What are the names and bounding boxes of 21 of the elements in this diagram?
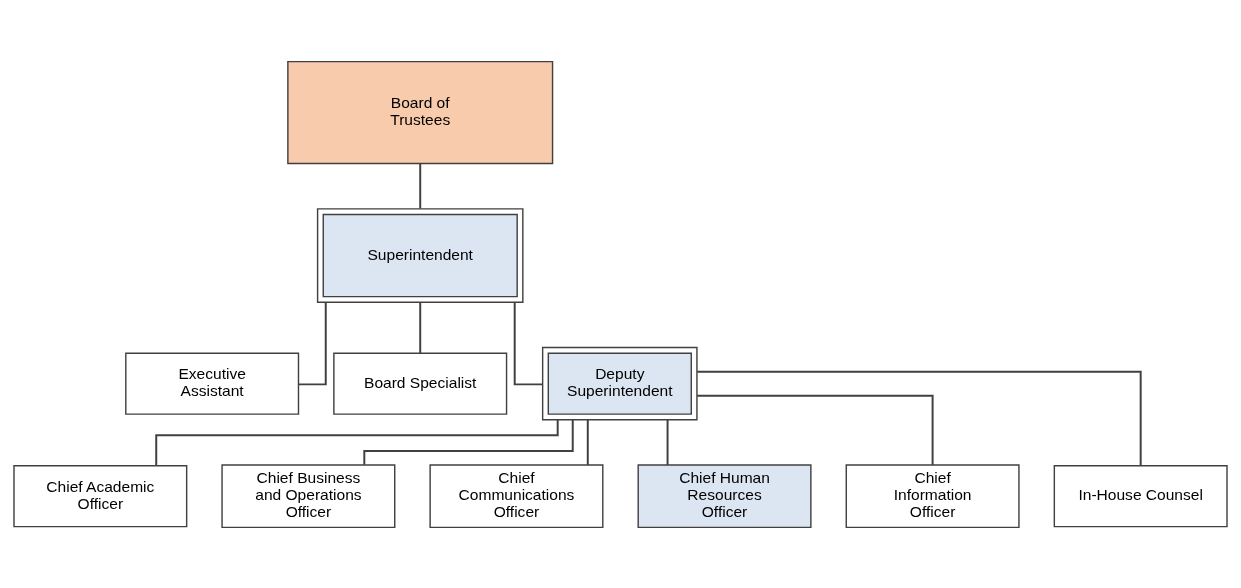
node-box: Superintendent bbox=[316, 207, 524, 303]
connector bbox=[696, 370, 1142, 466]
connector bbox=[155, 418, 559, 466]
node-box: In-House Counsel bbox=[1053, 464, 1228, 527]
node-box: Chief Information Officer bbox=[845, 463, 1020, 528]
connector bbox=[419, 301, 422, 354]
node-box: Chief Communications Officer bbox=[429, 463, 604, 528]
connector bbox=[297, 300, 327, 385]
node-box: Chief Academic Officer bbox=[13, 464, 188, 527]
connector bbox=[363, 418, 574, 466]
node-box: Board of Trustees bbox=[287, 60, 554, 164]
connector bbox=[586, 418, 589, 466]
node-box: Chief Business and Operations Officer bbox=[221, 463, 396, 528]
connector bbox=[666, 418, 669, 466]
connector bbox=[419, 162, 422, 210]
node-box: Chief Human Resources Officer bbox=[637, 463, 812, 528]
node-box: Board Specialist bbox=[333, 352, 508, 415]
connector bbox=[696, 394, 934, 466]
node-box: Deputy Superintendent bbox=[541, 346, 698, 420]
connector bbox=[513, 300, 544, 385]
node-box: Executive Assistant bbox=[125, 352, 300, 415]
